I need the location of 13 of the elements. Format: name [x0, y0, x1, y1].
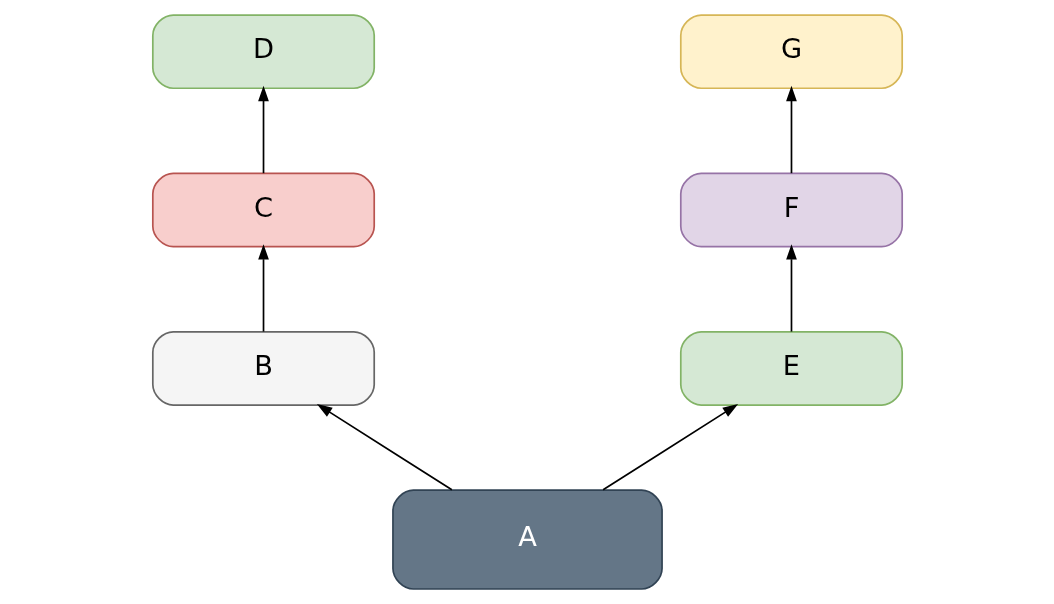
arrow — [257, 244, 269, 333]
node-box: B — [151, 330, 375, 406]
node-box: G — [679, 14, 903, 90]
arrow — [316, 404, 453, 491]
node-box: F — [679, 172, 903, 248]
node-box: C — [151, 172, 375, 248]
arrow — [785, 85, 797, 174]
node-box: E — [679, 330, 903, 406]
arrow — [785, 244, 797, 333]
arrow — [257, 85, 269, 174]
node-box: D — [151, 14, 375, 90]
arrow — [601, 404, 738, 491]
node-box: A — [391, 489, 663, 590]
